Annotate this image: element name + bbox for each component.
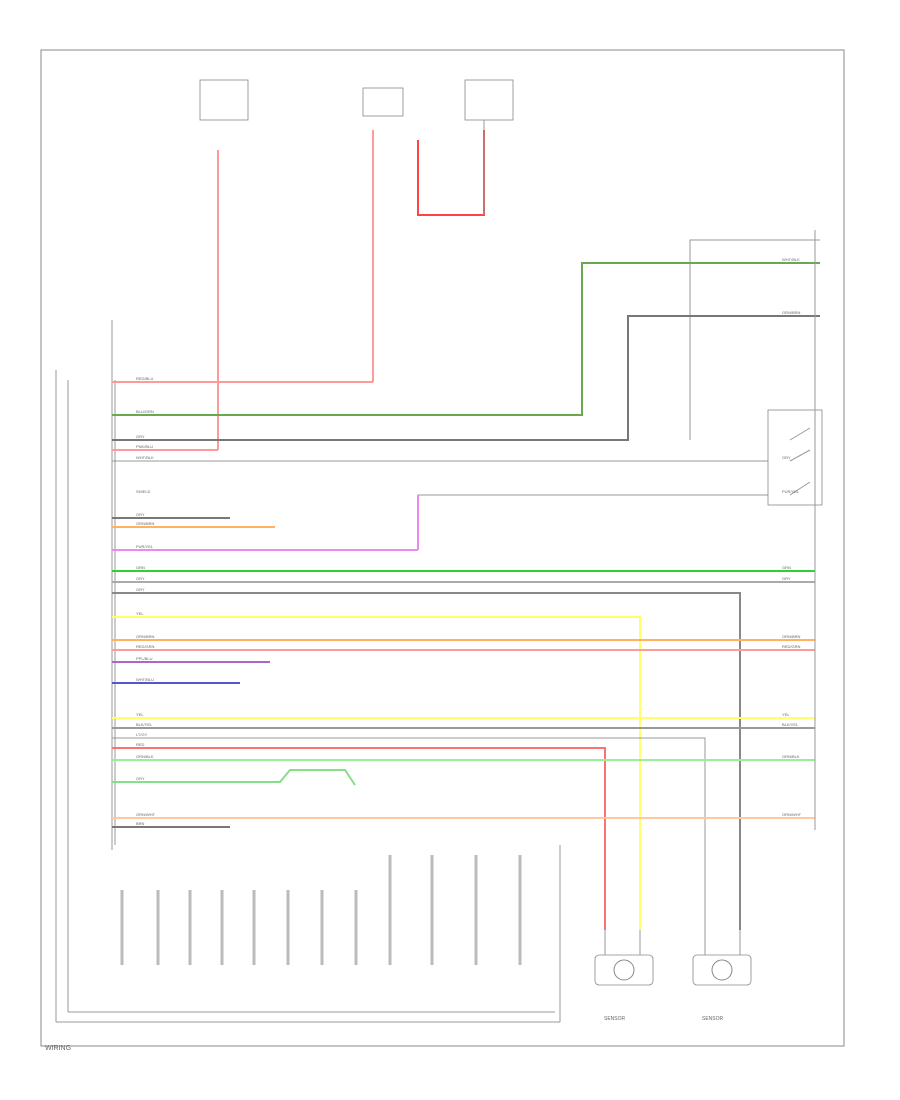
diagram-frame bbox=[40, 49, 845, 1047]
wire-green-upper bbox=[112, 262, 820, 416]
wire-label: BLK/YEL bbox=[136, 722, 153, 727]
wire-label: GRY bbox=[136, 434, 145, 439]
wire-label: BRN bbox=[136, 821, 145, 826]
relay-box-center bbox=[362, 87, 404, 117]
wire-label-right: BLK/YEL bbox=[782, 722, 799, 727]
wire-red-loop bbox=[417, 130, 485, 216]
wire-label: WHT/BLK bbox=[136, 455, 154, 460]
wire-label: ORN/WHT bbox=[136, 812, 156, 817]
wire-label-right: RED/GRN bbox=[782, 644, 801, 649]
wire-label: GRY bbox=[136, 576, 145, 581]
fuse-box-left bbox=[199, 79, 249, 121]
wire-label: GRN/BLK bbox=[136, 754, 154, 759]
wire-light-gray-drop bbox=[112, 737, 706, 930]
sensor-label: SENSOR bbox=[604, 1016, 626, 1022]
wire-label-right: YEL bbox=[782, 712, 790, 717]
switch-contact-1 bbox=[789, 427, 811, 441]
wire-label: SHIELD bbox=[136, 489, 151, 494]
wire-gray-upper bbox=[112, 315, 820, 441]
wire-label: LT/GY bbox=[136, 732, 148, 737]
wire-label-right: GRN/BRN bbox=[782, 310, 801, 315]
wire-label: PPL/BLU bbox=[136, 656, 153, 661]
bottom-label-group bbox=[120, 855, 522, 965]
wire-label: RED/GRN bbox=[136, 644, 155, 649]
wire-label: YEL bbox=[136, 712, 144, 717]
wire-label: PUR/YEL bbox=[136, 544, 154, 549]
wire-label: ORN/BRN bbox=[136, 634, 155, 639]
wire-label: RED bbox=[136, 742, 145, 747]
wire-label: YEL bbox=[136, 611, 144, 616]
wire-label-right: GRN bbox=[782, 565, 791, 570]
wire-label-right: ORN/WHT bbox=[782, 812, 802, 817]
wire-green-loop bbox=[112, 769, 356, 786]
wire-label: ORN/BRN bbox=[136, 521, 155, 526]
sensor-right bbox=[692, 930, 752, 986]
wire-label: GRY bbox=[136, 776, 145, 781]
wire-label-right: GRY bbox=[782, 455, 791, 460]
wire-label-right: PUR/YEL bbox=[782, 489, 800, 494]
wire-label-right: GRN/BLK bbox=[782, 754, 800, 759]
wire-label-right: WHT/BLK bbox=[782, 257, 800, 262]
wire-label: GRY bbox=[136, 512, 145, 517]
wire-red-drop bbox=[112, 747, 606, 930]
switch-contact-2 bbox=[789, 449, 811, 462]
mode-switch-body bbox=[767, 409, 823, 506]
wire-yellow-drop bbox=[112, 616, 641, 930]
wire-shield bbox=[417, 494, 790, 540]
sensor-label: SENSOR bbox=[702, 1016, 724, 1022]
wire-label-right: ORN/BRN bbox=[782, 634, 801, 639]
fuse-box-right bbox=[464, 79, 514, 121]
wire-label-right: GRY bbox=[782, 576, 791, 581]
wire-label: WHT/BLU bbox=[136, 677, 154, 682]
wire-label: BLU/GRN bbox=[136, 409, 154, 414]
wire-white-top bbox=[689, 239, 820, 440]
wire-label: PNK/BLU bbox=[136, 444, 153, 449]
wire-label: GRY bbox=[136, 587, 145, 592]
switch-contact-3 bbox=[789, 481, 811, 496]
wire-gray-drop bbox=[112, 592, 741, 930]
sensor-left bbox=[594, 930, 654, 986]
wire-label: GRN bbox=[136, 565, 145, 570]
wire-label: RED/BLU bbox=[136, 376, 153, 381]
page-footer: WIRING bbox=[45, 1045, 71, 1052]
